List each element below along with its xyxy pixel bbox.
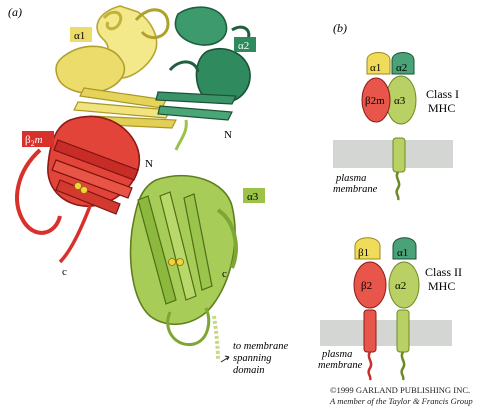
copyright-line1: ©1999 GARLAND PUBLISHING INC. <box>330 385 471 395</box>
class1-alpha2-label: α2 <box>396 62 407 74</box>
alpha2-label-box <box>234 37 256 52</box>
beta2m-n-terminus-label: N <box>145 158 153 170</box>
panel-a-label: (a) <box>8 5 22 19</box>
alpha1-label-box <box>70 27 92 42</box>
copyright-notice: ©1999 GARLAND PUBLISHING INC. A member o… <box>330 385 477 407</box>
tail-arrow-head <box>224 355 230 361</box>
class2-title-line1: Class II <box>425 265 462 279</box>
alpha3-label-box <box>243 188 265 203</box>
class1-beta2m-domain <box>361 77 391 123</box>
class2-membrane-band <box>320 320 452 346</box>
alpha1-ribbon-label: α1 <box>74 30 85 42</box>
class1-title-line1: Class I <box>426 87 459 101</box>
class1-beta2m-label: β2m <box>365 95 385 107</box>
class2-beta2-label: β2 <box>361 280 372 292</box>
class2-beta-transmembrane <box>363 309 377 353</box>
tail-note-line1: to membrane <box>233 341 288 352</box>
class2-alpha1-domain <box>392 237 417 260</box>
class2-membrane-label-line1: plasma <box>321 349 352 360</box>
class2-alpha-tail <box>400 351 406 381</box>
class2-membrane-label-line2: membrane <box>318 360 363 371</box>
class2-title-line2: MHC <box>428 279 455 293</box>
tail-note-line3: domain <box>233 365 265 376</box>
class2-mhc-schematic: β1 α1 β2 α2 Class II MHC plasma membrane <box>318 237 462 381</box>
alpha1-domain-ribbon <box>55 5 177 129</box>
tail-arrow <box>220 356 230 363</box>
class2-alpha2-domain <box>388 261 420 309</box>
class2-alpha-transmembrane <box>396 309 410 353</box>
beta2m-label-box <box>22 131 54 147</box>
panel-b: (b) α1 α2 α3 β2m Class I MHC plasma memb… <box>318 21 462 381</box>
class2-alpha1-label: α1 <box>397 247 408 259</box>
class1-tail <box>395 171 401 201</box>
class1-alpha1-domain <box>366 52 391 75</box>
class1-mhc-schematic: α1 α2 α3 β2m Class I MHC plasma membrane <box>333 52 459 201</box>
alpha3-ribbon-label: α3 <box>247 191 259 203</box>
class2-alpha2-label: α2 <box>395 280 406 292</box>
class1-alpha3-label: α3 <box>394 95 406 107</box>
copyright-line2: A member of the Taylor & Francis Group <box>330 396 473 406</box>
alpha3-c-terminus-label: c <box>222 268 227 280</box>
panel-a: (a) <box>8 5 288 376</box>
class1-alpha2-domain <box>391 52 415 75</box>
alpha2-domain-ribbon <box>155 6 251 151</box>
class2-beta-tail <box>367 351 373 381</box>
panel-b-label: (b) <box>333 21 347 35</box>
class2-beta1-label: β1 <box>358 247 369 259</box>
alpha2-ribbon-label: α2 <box>238 40 249 52</box>
class1-title-line2: MHC <box>428 101 455 115</box>
class1-membrane-label-line2: membrane <box>333 184 378 195</box>
beta2m-ribbon-label: β2m <box>25 134 43 148</box>
tail-note-line2: spanning <box>233 353 272 364</box>
class2-beta2-domain <box>353 261 387 309</box>
class2-beta1-domain <box>354 237 381 260</box>
class1-alpha-transmembrane <box>392 137 406 173</box>
alpha3-domain-ribbon <box>129 174 238 361</box>
beta2m-domain-ribbon <box>15 115 141 264</box>
class1-membrane-label-line1: plasma <box>335 173 366 184</box>
alpha-n-terminus-label: N <box>224 129 232 141</box>
beta2m-c-terminus-label: c <box>62 266 67 278</box>
class1-alpha1-label: α1 <box>370 62 381 74</box>
